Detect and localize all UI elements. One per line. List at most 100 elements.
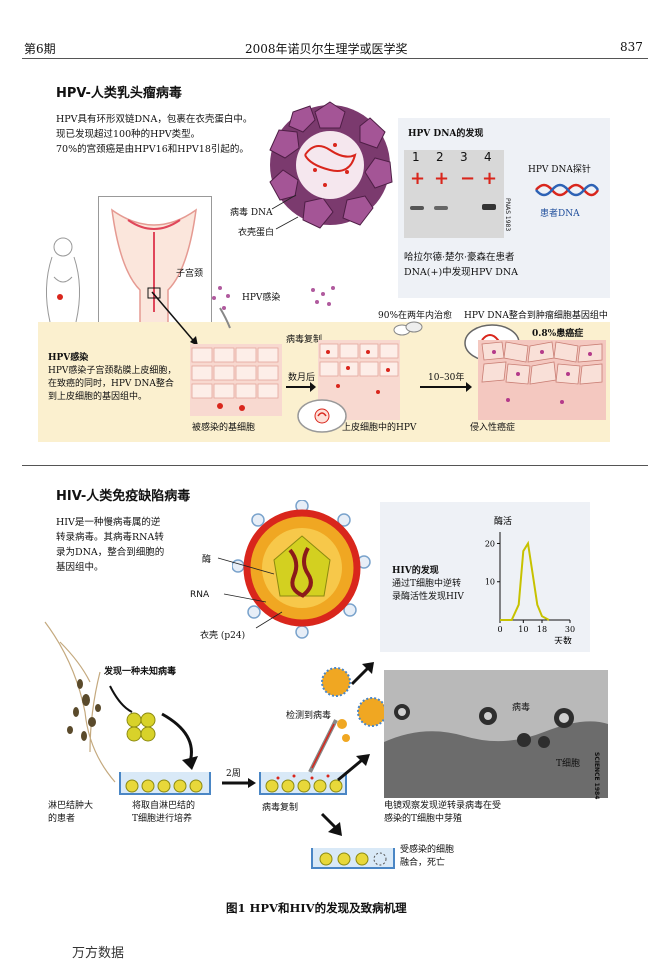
em-tcell-label: T细胞 [556, 759, 581, 769]
label-leaders [271, 194, 299, 230]
infected-basal-tissue [190, 344, 282, 416]
footer-watermark: 万方数据 [72, 946, 125, 961]
em-description-line: 电镜观察发现逆转录病毒在受 [384, 801, 502, 811]
issue-number: 第6期 [24, 42, 56, 56]
hiv-virus-illustration [232, 500, 371, 639]
gel-image [404, 150, 504, 238]
hiv-discovery-line: 录酶活性发现HIV [392, 592, 464, 602]
lane-sign: + [482, 168, 498, 189]
infection-box-line: 在致癌的同时，HPV DNA整合 [48, 379, 174, 389]
months-later-label: 数月后 [288, 373, 316, 383]
hiv-intro-line: 录为DNA，整合到细胞的 [56, 547, 165, 558]
chart-y-label: 酶活 [494, 515, 512, 527]
infected-cells-label: 受感染的细胞 融合，死亡 [400, 844, 454, 870]
lymph-node-illustration [44, 621, 116, 783]
hiv-discovery-text: HIV的发现 通过T细胞中逆转 录酶活性发现HIV [392, 565, 464, 604]
replication-dish-icon [259, 772, 347, 795]
hiv-capsid-label: 衣壳 (p24) [200, 631, 246, 641]
arrow-down-icon [320, 812, 342, 836]
two-weeks-label: 2周 [226, 769, 241, 779]
section-divider [22, 465, 648, 466]
hiv-intro-line: 转录病毒。其病毒RNA转 [56, 532, 164, 543]
hpv-intro-line: HPV具有环形双链DNA，包裹在衣壳蛋白中。 [56, 114, 253, 125]
virion-icons [321, 667, 387, 742]
hpv-infection-label: HPV感染 [242, 293, 281, 303]
em-description-line: 感染的T细胞中芽殖 [384, 814, 463, 824]
em-virus-label: 病毒 [512, 703, 531, 713]
viral-dna-label: 病毒 DNA [230, 208, 273, 218]
pipette-icon [308, 719, 338, 773]
infected-cell-zoom [297, 399, 347, 433]
hiv-intro-line: 基因组中。 [56, 562, 104, 573]
patient-line: 的患者 [48, 814, 76, 824]
chart-x-tick-label: 18 [537, 625, 547, 634]
running-title: 2008年诺贝尔生理学或医学奖 [245, 42, 408, 56]
infection-box-title: HPV感染 [48, 353, 89, 363]
virus-detected-label: 检测到病毒 [286, 711, 332, 721]
cervix-illustration [111, 208, 197, 326]
viral-replication-label: 病毒复制 [286, 335, 323, 345]
culture-line: T细胞进行培养 [132, 814, 193, 824]
released-virus-particles [311, 286, 335, 306]
arrow-to-em-icon [337, 754, 370, 782]
patient-line: 淋巴结肿大 [48, 801, 94, 811]
hpv-virus-illustration [269, 101, 393, 229]
infected-line: 受感染的细胞 [400, 845, 455, 855]
em-description: 电镜观察发现逆转录病毒在受 感染的T细胞中芽殖 [384, 800, 501, 826]
hiv-intro-line: HIV是一种慢病毒属的逆 [56, 517, 161, 528]
lane-sign: + [434, 168, 450, 189]
hpv-discovery-desc: 哈拉尔德·楚尔·豪森在患者 DNA(+)中发现HPV DNA [404, 250, 518, 280]
basal-cells-label: 被感染的基细胞 [192, 423, 256, 433]
cured-cells-icon [393, 321, 423, 336]
chart-x-tick-label: 30 [565, 625, 575, 634]
months-arrow-icon [286, 382, 316, 392]
infection-box-line: 到上皮细胞的基因组中。 [48, 392, 148, 402]
hpv-discovery-title: HPV DNA的发现 [408, 129, 484, 139]
cancer-percent-label: 0.8%患癌症 [532, 329, 584, 339]
page-number: 837 [620, 40, 643, 54]
invasive-cancer-label: 侵入性癌症 [470, 423, 516, 433]
two-weeks-arrow-icon [222, 778, 256, 788]
zoom-lines [151, 291, 199, 347]
hiv-section-title: HIV-人类免疫缺陷病毒 [56, 489, 191, 504]
gel-bands [410, 204, 496, 210]
curved-arrow-icons [109, 685, 198, 770]
cure-rate-label: 90%在两年内治愈 [378, 311, 453, 321]
chart-y-tick-label: 10 [485, 578, 495, 587]
culture-dish-icon [119, 772, 211, 795]
unknown-virus-label: 发现一种未知病毒 [104, 667, 177, 677]
years-label: 10–30年 [428, 373, 465, 383]
rna-label: RNA [190, 590, 210, 600]
em-source: SCIENCE 1984 [593, 752, 600, 800]
probe-label: HPV DNA探针 [528, 165, 591, 175]
patient-label: 淋巴结肿大 的患者 [48, 800, 93, 826]
infected-cells-dish-icon [311, 848, 395, 869]
integration-label: HPV DNA整合到肿瘤细胞基因组中 [464, 311, 608, 321]
desc-line: DNA(+)中发现HPV DNA [404, 267, 519, 278]
culture-line: 将取自淋巴结的 [132, 801, 196, 811]
invasive-cancer-tissue [478, 340, 606, 420]
hiv-intro: HIV是一种慢病毒属的逆 转录病毒。其病毒RNA转 录为DNA，整合到细胞的 基… [56, 515, 164, 575]
chart-x-tick-label: 0 [497, 625, 502, 634]
chart-x-tick-label: 10 [518, 625, 528, 634]
cervix-label: 子宫颈 [176, 269, 204, 279]
rt-activity-series-line [500, 540, 550, 621]
tcell-cluster-icon [126, 712, 156, 742]
hpv-intro: HPV具有环形双链DNA，包裹在衣壳蛋白中。 现已发现超过100种的HPV类型。… [56, 112, 252, 157]
desc-line: 哈拉尔德·楚尔·豪森在患者 [404, 252, 515, 263]
hpv-intro-line: 现已发现超过100种的HPV类型。 [56, 129, 201, 140]
lane-number: 4 [484, 150, 492, 164]
lane-sign: + [410, 168, 426, 189]
gel-source: PNAS 1983 [504, 198, 511, 232]
chart-y-tick-label: 20 [485, 539, 495, 548]
arrow-up-icon [350, 662, 374, 686]
lane-sign: − [460, 168, 476, 189]
infected-line: 融合，死亡 [400, 858, 446, 868]
culture-label: 将取自淋巴结的 T细胞进行培养 [132, 800, 195, 826]
lane-number: 2 [436, 150, 444, 164]
body-silhouette [45, 237, 81, 323]
capsid-protein-label: 衣壳蛋白 [238, 228, 275, 238]
hpv-section-title: HPV-人类乳头瘤病毒 [56, 86, 182, 101]
hpv-in-epithelium-label: 上皮细胞中的HPV [342, 423, 417, 433]
